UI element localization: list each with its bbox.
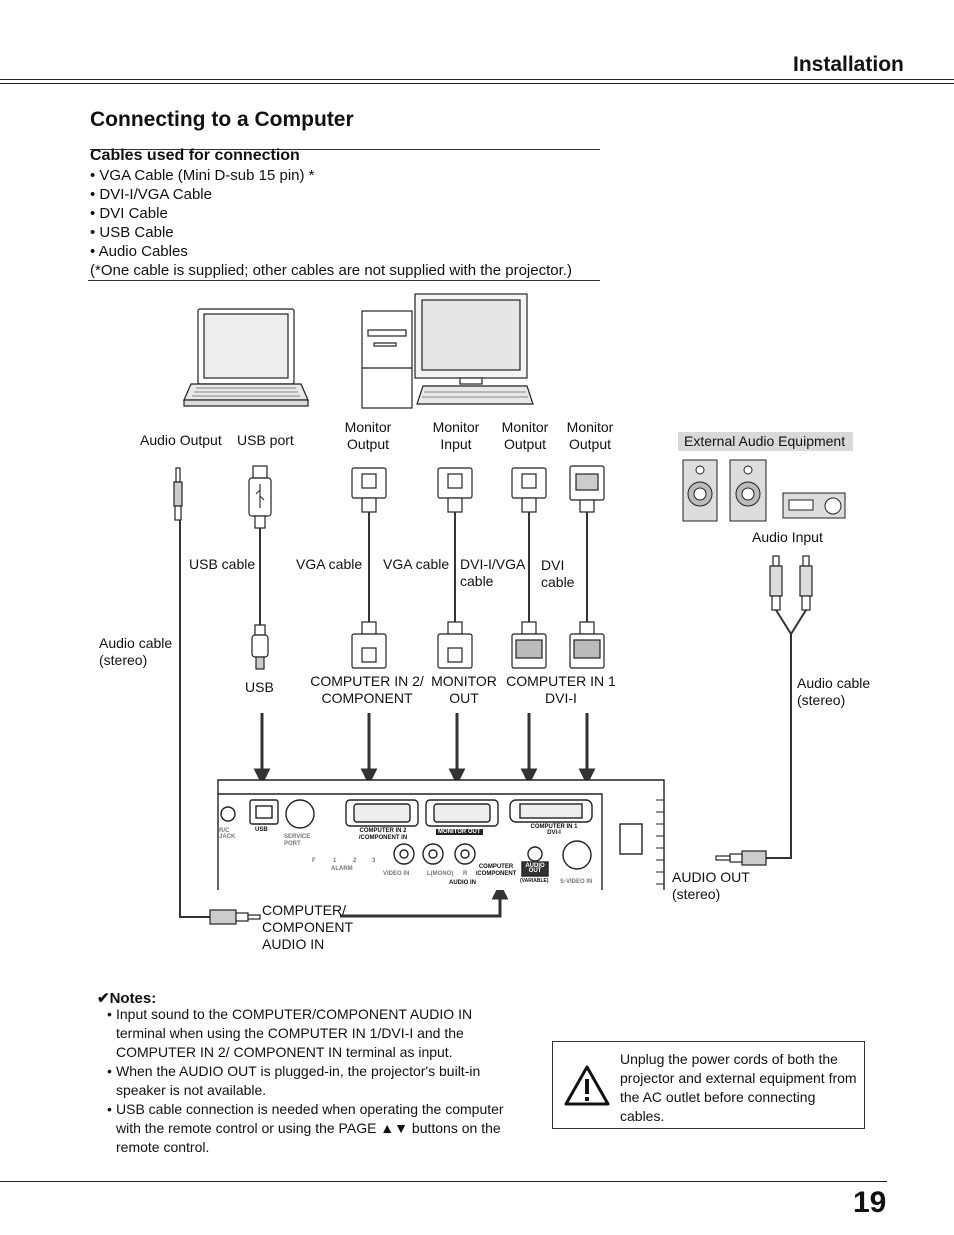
label-audio-output: Audio Output: [140, 432, 222, 448]
panel-label-1: 1: [333, 858, 337, 864]
vga-connector-top-2: [437, 467, 473, 513]
note-item: When the AUDIO OUT is plugged-in, the pr…: [107, 1062, 511, 1100]
label-external-audio-equipment: External Audio Equipment: [678, 432, 853, 451]
cables-heading: Cables used for connection: [90, 147, 300, 164]
label-vga-cable-1: VGA cable: [296, 556, 363, 572]
label-computer-audio-in: COMPUTER/ COMPONENT AUDIO IN: [262, 902, 353, 952]
panel-label-usb: USB: [255, 827, 268, 833]
panel-label-computer-component: COMPUTER /COMPONENT: [475, 864, 517, 877]
cables-bottom-rule: [88, 280, 600, 281]
dvi-connector-bottom-1: [511, 621, 547, 669]
label-audio-cable-left: Audio cable(stereo): [99, 635, 173, 668]
vga-connector-bottom-2: [437, 621, 473, 669]
header-rule-top: [0, 79, 954, 80]
label-computer-in-2: COMPUTER IN 2/COMPONENT: [310, 673, 424, 706]
connection-arrows: [253, 713, 596, 918]
panel-label-l-mono: L(MONO): [427, 871, 454, 877]
page-number: 19: [853, 1186, 887, 1219]
dvi-connector-bottom-2: [569, 621, 605, 669]
panel-label-3: 3: [372, 858, 376, 864]
section-title: Installation: [793, 53, 904, 76]
dvi-vga-connector-top: [511, 467, 547, 513]
note-item: Input sound to the COMPUTER/COMPONENT AU…: [107, 1005, 511, 1062]
label-usb-port: USB port: [237, 432, 294, 448]
cable-item: • USB Cable: [90, 224, 174, 241]
panel-label-monitor-out: MONITOR OUT: [436, 829, 483, 835]
desktop-illustration: [361, 293, 534, 409]
panel-label-2: 2: [353, 858, 357, 864]
page-title: Connecting to a Computer: [90, 108, 354, 131]
audio-plug-left: [173, 467, 183, 521]
panel-label-video-in: VIDEO IN: [383, 871, 410, 877]
cable-item: • VGA Cable (Mini D-sub 15 pin) *: [90, 167, 315, 184]
panel-label-audio-in: AUDIO IN: [449, 880, 476, 886]
panel-label-alarm: ALARM: [331, 866, 353, 872]
panel-label-audio-out: AUDIO OUT: [525, 863, 545, 874]
cable-item: • Audio Cables: [90, 243, 188, 260]
note-item: USB cable connection is needed when oper…: [107, 1100, 511, 1157]
footer-rule: [0, 1181, 887, 1182]
panel-label-service-port: SERVICE PORT: [284, 834, 311, 847]
cable-item: • DVI Cable: [90, 205, 168, 222]
cable-footnote: (*One cable is supplied; other cables ar…: [90, 262, 572, 279]
dvi-connector-top: [569, 465, 605, 513]
usb-plug-top: [248, 465, 272, 529]
label-audio-cable-right: Audio cable(stereo): [797, 675, 871, 708]
usb-plug-bottom: [251, 624, 269, 670]
speaker-illustration: [682, 459, 846, 522]
panel-label-f: F: [312, 858, 316, 864]
vga-connector-top-1: [351, 467, 387, 513]
label-usb-terminal: USB: [245, 679, 274, 695]
notes-heading: ✔Notes:: [97, 990, 157, 1007]
warning-text: Unplug the power cords of both the proje…: [620, 1051, 857, 1124]
rca-plugs: [769, 555, 813, 611]
projector-panel: [217, 779, 665, 890]
panel-label-computer-in-2: COMPUTER IN 2 /COMPONENT IN: [358, 828, 408, 841]
vga-connector-bottom-1: [351, 621, 387, 669]
label-usb-cable: USB cable: [189, 556, 256, 572]
warning-icon: [564, 1065, 610, 1106]
panel-label-r: R: [463, 871, 468, 877]
laptop-illustration: [183, 308, 309, 407]
header-rule-bottom: [0, 83, 954, 84]
panel-label-variable: (VARIABLE): [520, 878, 549, 884]
panel-label-rc-jack: R/C JACK: [219, 828, 236, 840]
label-vga-cable-2: VGA cable: [383, 556, 450, 572]
warning-box: Unplug the power cords of both the proje…: [552, 1041, 865, 1129]
panel-label-computer-in-1: COMPUTER IN 1 DVI-I: [530, 824, 578, 836]
cables-top-rule: [90, 149, 600, 150]
label-audio-input: Audio Input: [752, 529, 823, 545]
label-audio-out: AUDIO OUT(stereo): [672, 869, 750, 902]
panel-label-s-video-in: S-VIDEO IN: [560, 879, 593, 885]
cable-item: • DVI-I/VGA Cable: [90, 186, 212, 203]
audio-out-plug: [715, 850, 767, 866]
